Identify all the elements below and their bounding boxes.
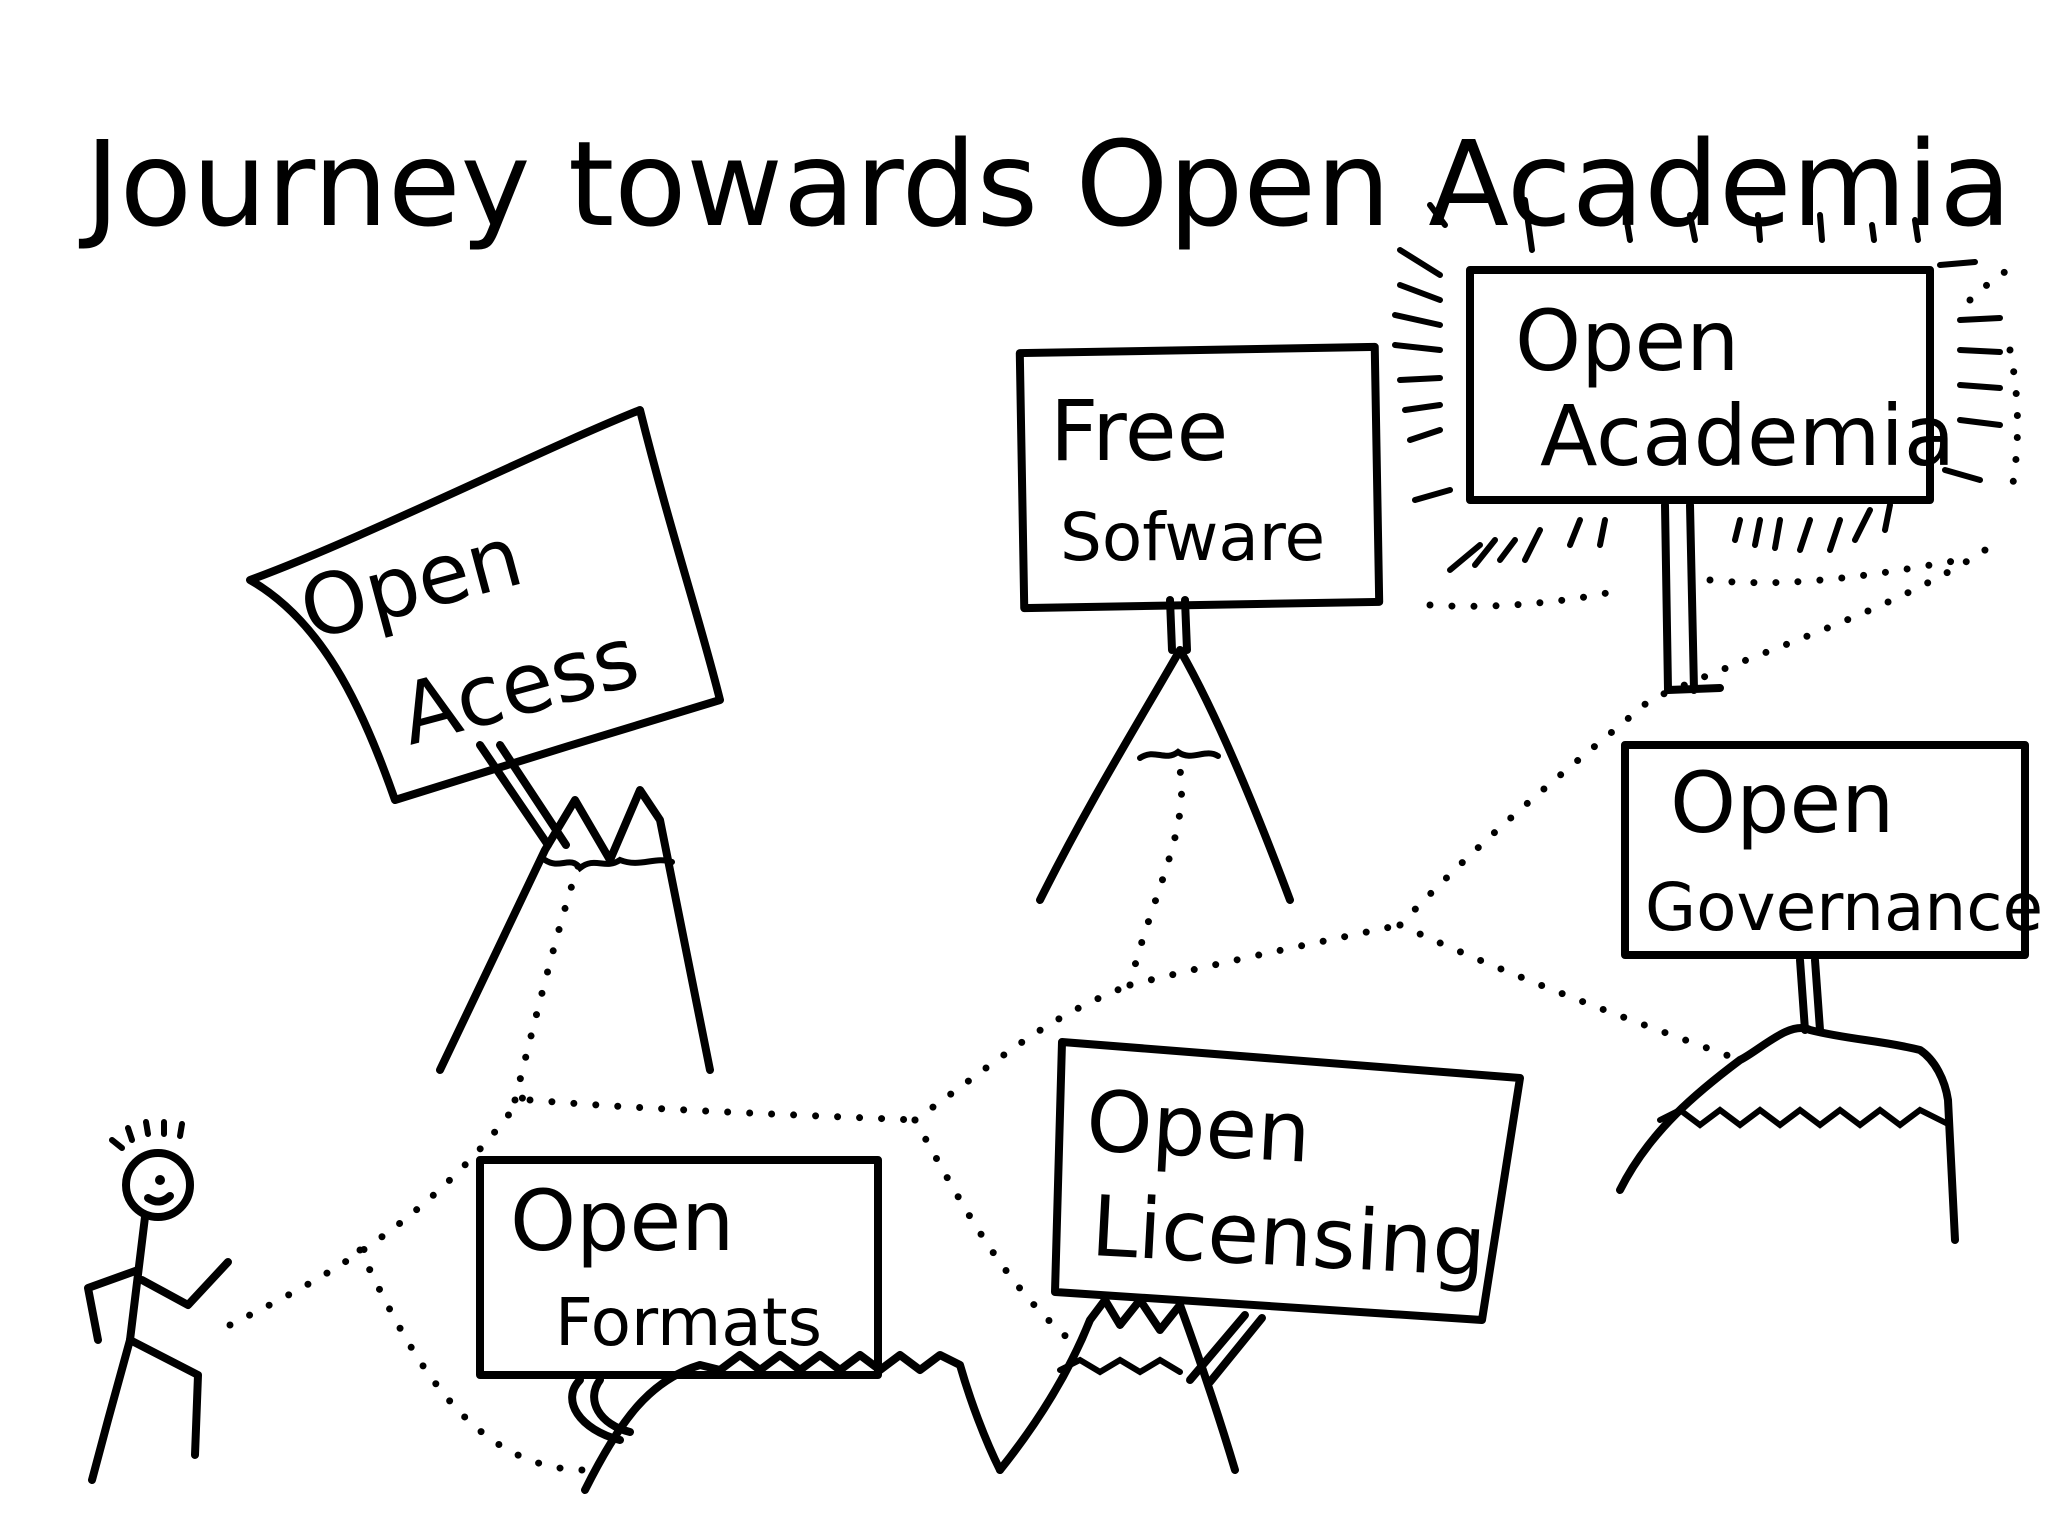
summit-open-academia: Open Academia bbox=[1392, 197, 2024, 694]
open-access-snowline bbox=[542, 856, 675, 873]
open-academia-pole bbox=[1661, 501, 1724, 694]
open-academia-line2: Academia bbox=[1540, 387, 1955, 485]
figure-head bbox=[122, 1149, 194, 1221]
open-licensing-line2: Licensing bbox=[1089, 1177, 1488, 1296]
path-fork-to-academia bbox=[1396, 536, 2004, 929]
open-licensing-mountain bbox=[996, 1296, 1239, 1474]
mountain-open-formats: Open Formats bbox=[476, 1156, 1004, 1494]
open-governance-pole bbox=[1796, 956, 1824, 1034]
open-access-line1: Open bbox=[290, 507, 532, 660]
path-start-to-formats bbox=[356, 1246, 589, 1474]
mountain-open-access: Open Acess bbox=[246, 406, 724, 1074]
free-software-snowline bbox=[1137, 748, 1221, 761]
open-formats-pole bbox=[568, 1376, 634, 1444]
path-junction-to-licensing bbox=[911, 1116, 1074, 1344]
open-governance-line1: Open bbox=[1670, 754, 1894, 852]
open-licensing-line1: Open bbox=[1084, 1072, 1313, 1182]
open-access-sign bbox=[246, 406, 724, 804]
path-crossroad-to-free-software bbox=[1126, 766, 1186, 989]
mountain-open-licensing: Open Licensing bbox=[996, 1038, 1524, 1474]
diagram-title: Journey towards Open Academia bbox=[78, 115, 2012, 253]
open-academia-sign bbox=[1466, 266, 1934, 504]
path-start-to-hub bbox=[226, 1086, 534, 1329]
figure-leg-left bbox=[88, 1336, 134, 1484]
open-formats-line1: Open bbox=[510, 1172, 734, 1270]
figure-hair bbox=[109, 1119, 185, 1151]
open-formats-sign bbox=[476, 1156, 882, 1379]
path-hub-to-formats-junction bbox=[526, 1096, 919, 1124]
free-software-line1: Free bbox=[1050, 382, 1228, 480]
journey-paths bbox=[226, 536, 2004, 1474]
mountain-open-governance: Open Governance bbox=[1616, 741, 2043, 1244]
free-software-sign bbox=[1015, 342, 1384, 613]
figure-eye bbox=[155, 1175, 165, 1185]
figure-body bbox=[126, 1213, 149, 1344]
figure-leg-right bbox=[126, 1336, 202, 1459]
free-software-line2: Sofware bbox=[1060, 499, 1325, 576]
figure-smile bbox=[144, 1192, 174, 1206]
open-academia-line1: Open bbox=[1515, 292, 1739, 390]
open-governance-sign bbox=[1621, 741, 2029, 959]
mountain-free-software: Free Sofware bbox=[1015, 342, 1384, 904]
figure-arm-right bbox=[138, 1258, 232, 1309]
open-governance-mountain bbox=[1616, 1024, 1959, 1244]
open-licensing-snowline bbox=[1057, 1356, 1183, 1376]
stick-figure bbox=[84, 1119, 232, 1484]
path-crossroad-to-fork bbox=[1126, 921, 1404, 989]
open-academia-glow bbox=[1392, 197, 2003, 573]
open-governance-line2: Governance bbox=[1645, 869, 2043, 946]
open-governance-snowline bbox=[1657, 1106, 1953, 1129]
open-licensing-pole bbox=[1186, 1311, 1266, 1386]
figure-arm-left bbox=[84, 1266, 142, 1344]
open-access-line2: Acess bbox=[390, 607, 649, 764]
open-formats-line2: Formats bbox=[555, 1284, 822, 1361]
open-access-mountain bbox=[436, 786, 714, 1074]
path-junction-to-crossroad bbox=[911, 981, 1134, 1124]
free-software-mountain bbox=[1036, 646, 1294, 904]
open-formats-mountain bbox=[581, 1351, 1004, 1494]
open-licensing-sign bbox=[1051, 1038, 1524, 1324]
